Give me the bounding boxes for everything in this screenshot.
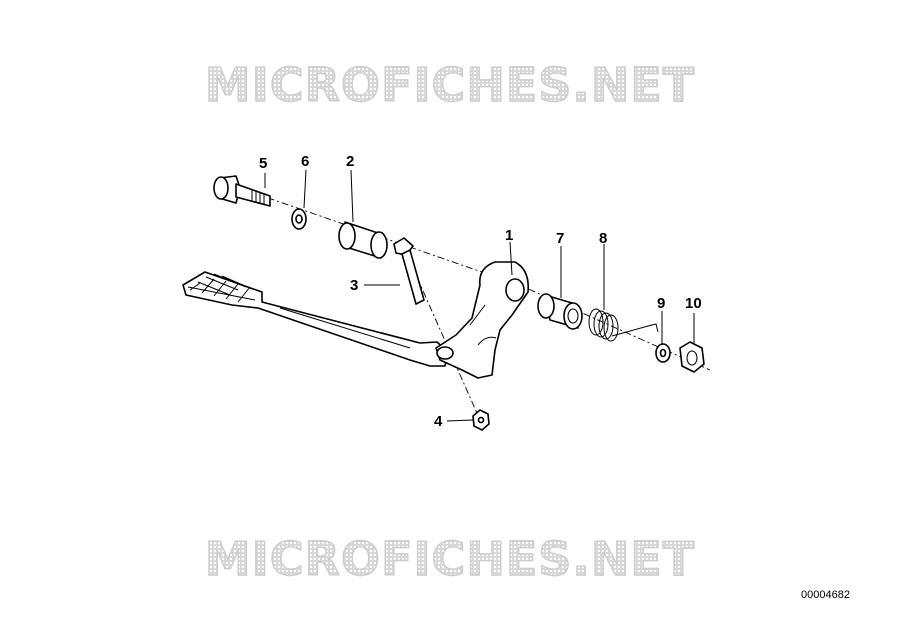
callout-2: 2 — [346, 153, 354, 170]
nut-part-4 — [472, 409, 490, 431]
callout-8: 8 — [599, 230, 607, 247]
callout-7: 7 — [556, 230, 564, 247]
callout-3: 3 — [350, 277, 358, 294]
nut-part-10 — [679, 341, 705, 373]
watermark-top: MICROFICHES.NET — [0, 57, 900, 113]
callout-10: 10 — [685, 295, 702, 312]
washer-part-9 — [655, 343, 671, 363]
watermark-bottom: MICROFICHES.NET — [0, 531, 900, 587]
spring-part-8 — [588, 308, 659, 342]
bolt-part-3 — [393, 237, 425, 305]
pedal-arm — [182, 271, 449, 367]
bushing-part-7 — [537, 293, 583, 330]
bushing-part-2 — [338, 221, 388, 259]
callout-5: 5 — [259, 155, 267, 172]
lever-bolt-hole — [436, 346, 454, 360]
diagram-reference-number: 00004682 — [801, 589, 850, 601]
callout-6: 6 — [301, 153, 309, 170]
screw-part-5 — [213, 175, 271, 207]
lever-bore — [505, 278, 525, 302]
callout-4: 4 — [434, 413, 443, 430]
lever-part-1 — [435, 261, 530, 379]
washer-part-6 — [291, 208, 307, 230]
leader-lines — [264, 169, 695, 422]
callout-9: 9 — [657, 295, 665, 312]
callout-1: 1 — [505, 227, 513, 244]
